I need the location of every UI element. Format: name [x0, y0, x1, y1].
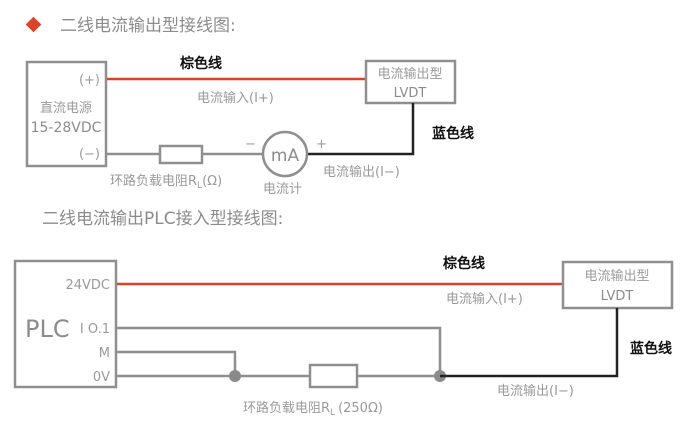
- power-minus-terminal: (−): [79, 147, 100, 162]
- power-supply-range: 15-28VDC: [31, 120, 102, 136]
- current-input-label: 电流输入(I+): [446, 291, 523, 307]
- current-output-label: 电流输出(I−): [323, 164, 400, 180]
- lvdt-label: LVDT: [601, 289, 634, 304]
- current-output-label: 电流输出(I−): [497, 383, 574, 399]
- power-supply-box: [25, 60, 108, 168]
- plc-box: [13, 259, 118, 389]
- ammeter-label: 电流计: [263, 182, 302, 197]
- blue-wire-label: 蓝色线: [432, 125, 474, 142]
- resistor-label: 环路负载电阻RL(Ω): [110, 173, 222, 191]
- plc-label: PLC: [25, 315, 70, 343]
- blue-wire-line: [440, 308, 619, 378]
- resistor-subscript: L: [197, 181, 202, 191]
- resistor-label: 环路负载电阻RL(250Ω): [243, 400, 383, 418]
- ammeter: [261, 130, 309, 178]
- brown-wire-label: 棕色线: [179, 55, 222, 72]
- diamond-bullet-icon: [25, 16, 42, 33]
- ammeter-minus: −: [245, 137, 256, 152]
- blue-wire-line: [307, 103, 415, 156]
- diagram-two-wire-current-output: 二线电流输出型接线图: (+) 直流电源 15-28VDC (−) 棕色线 电流…: [25, 16, 474, 197]
- load-resistor: [308, 363, 359, 389]
- lvdt-type-label: 电流输出型: [584, 268, 649, 284]
- power-supply-name: 直流电源: [40, 101, 92, 116]
- lvdt-box: [561, 260, 674, 310]
- terminal-i01: I O.1: [80, 322, 110, 337]
- diagram-plc-connection: 二线电流输出PLC接入型接线图: PLC 24VDC I O.1 M 0V 棕色…: [13, 209, 674, 418]
- brown-wire-label: 棕色线: [442, 255, 485, 272]
- i01-wire: [117, 326, 442, 376]
- diagram2-title: 二线电流输出PLC接入型接线图:: [42, 209, 283, 229]
- resistor-subscript: L: [330, 408, 335, 418]
- load-resistor: [158, 144, 204, 165]
- lvdt-box: [364, 59, 457, 105]
- terminal-24vdc: 24VDC: [65, 278, 110, 293]
- diagram1-title: 二线电流输出型接线图:: [60, 16, 236, 36]
- junction-dot: [229, 370, 241, 382]
- terminal-0v: 0V: [93, 370, 110, 385]
- m-wire: [117, 350, 237, 376]
- power-plus-terminal: (+): [79, 73, 100, 88]
- resistor-unit: (250Ω): [338, 401, 383, 416]
- current-input-label: 电流输入(I+): [197, 90, 274, 106]
- ammeter-symbol: mA: [271, 146, 300, 166]
- blue-wire-label: 蓝色线: [630, 340, 672, 357]
- resistor-name: 环路负载电阻R: [110, 173, 197, 189]
- ammeter-plus: +: [316, 137, 327, 152]
- lvdt-type-label: 电流输出型: [377, 66, 442, 82]
- lvdt-label: LVDT: [394, 86, 427, 101]
- resistor-name: 环路负载电阻R: [243, 400, 330, 416]
- terminal-m: M: [99, 346, 110, 361]
- resistor-unit: (Ω): [202, 174, 222, 189]
